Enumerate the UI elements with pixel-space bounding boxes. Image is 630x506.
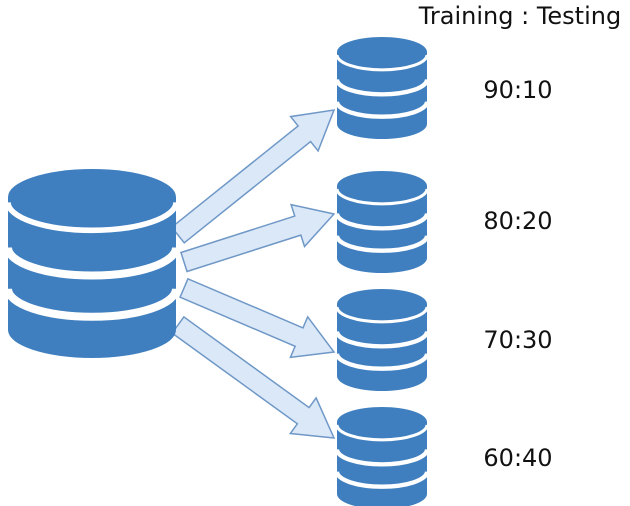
split-label: 70:30 [483,326,552,354]
split-arrow [179,277,336,359]
split-label: 80:20 [483,207,552,235]
split-database-icon [334,407,430,506]
split-database-icon [334,37,430,139]
split-arrow [170,109,336,244]
split-database-icon [334,289,430,391]
arrows [170,109,336,439]
split-databases [334,37,430,506]
header-title: Training : Testing [418,2,621,30]
split-arrow [180,203,336,273]
split-database-icon [334,171,430,273]
split-label: 90:10 [483,76,552,104]
split-arrow [171,315,336,439]
source-database-icon [4,169,180,358]
split-label: 60:40 [483,444,552,472]
